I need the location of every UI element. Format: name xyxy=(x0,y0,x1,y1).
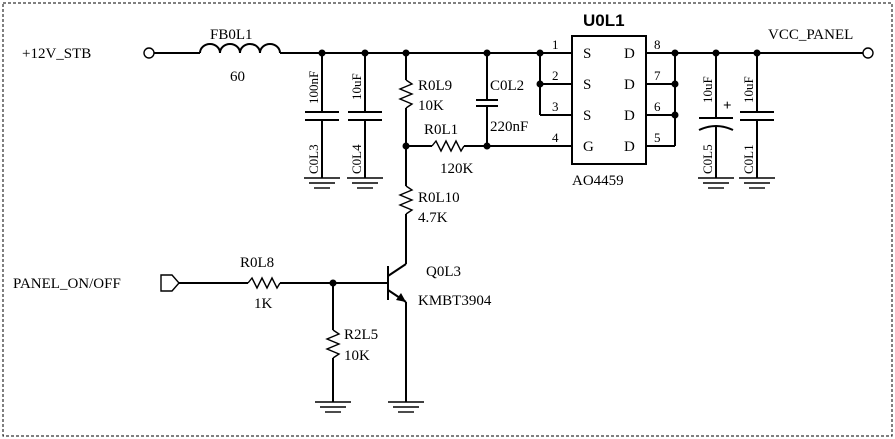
resistor-r0l9: R0L9 10K xyxy=(398,53,452,146)
ic-pin3-num: 3 xyxy=(552,99,559,114)
r0l9-value: 10K xyxy=(418,98,444,114)
ic-pin1-name: S xyxy=(583,46,591,62)
r0l8-value: 1K xyxy=(254,296,273,312)
mosfet-ic-u0l1: U0L1 1 2 3 4 S S S G D D D D 8 7 6 5 AO4… xyxy=(552,11,661,189)
c0l1-ref: C0L1 xyxy=(741,144,756,174)
net-label-control: PANEL_ON/OFF xyxy=(13,276,121,292)
c0l3-value: 100nF xyxy=(306,71,321,104)
r0l10-ref: R0L10 xyxy=(418,190,460,206)
capacitor-c0l1: 10uF C0L1 xyxy=(739,53,775,189)
ic-pin4-name: G xyxy=(583,139,594,155)
ic-pin8-name: D xyxy=(624,46,635,62)
resistor-r0l1: R0L1 120K xyxy=(406,122,572,177)
ic-pin5-name: D xyxy=(624,139,635,155)
r2l5-value: 10K xyxy=(344,348,370,364)
ic-pin6-name: D xyxy=(624,108,635,124)
ic-pin4-num: 4 xyxy=(552,130,559,145)
capacitor-c0l2: C0L2 220nF xyxy=(476,53,528,146)
c0l4-value: 10uF xyxy=(349,73,364,100)
transistor-q0l3: Q0L3 KMBT3904 xyxy=(387,263,492,402)
fb0l1-value: 60 xyxy=(230,69,245,85)
ic-pin3-name: S xyxy=(583,108,591,124)
c0l3-ref: C0L3 xyxy=(306,144,321,174)
ic-pin7-name: D xyxy=(624,77,635,93)
ic-ref: U0L1 xyxy=(583,11,625,30)
r2l5-ref: R2L5 xyxy=(344,327,378,343)
ic-pin2-num: 2 xyxy=(552,68,559,83)
ic-pin2-name: S xyxy=(583,77,591,93)
fb0l1-ref: FB0L1 xyxy=(210,27,253,43)
resistor-r0l8: R0L8 1K xyxy=(240,255,388,312)
c0l1-value: 10uF xyxy=(741,76,756,103)
input-terminal xyxy=(143,47,155,59)
c0l4-ref: C0L4 xyxy=(349,144,364,174)
ic-pin1-num: 1 xyxy=(552,37,559,52)
r0l8-ref: R0L8 xyxy=(240,255,274,271)
resistor-r2l5: R2L5 10K xyxy=(325,283,378,402)
capacitor-c0l4: 10uF C0L4 xyxy=(347,53,383,189)
capacitor-c0l5: + 10uF C0L5 xyxy=(698,53,734,189)
net-label-input: +12V_STB xyxy=(22,46,91,62)
c0l5-ref: C0L5 xyxy=(700,144,715,174)
q0l3-ref: Q0L3 xyxy=(426,264,461,280)
ic-pin6-num: 6 xyxy=(654,99,661,114)
control-port xyxy=(160,274,180,292)
c0l2-ref: C0L2 xyxy=(490,78,524,94)
r0l10-value: 4.7K xyxy=(418,210,448,226)
output-terminal xyxy=(862,47,874,59)
r0l1-ref: R0L1 xyxy=(424,122,458,138)
r0l1-value: 120K xyxy=(440,161,474,177)
c0l5-polarity: + xyxy=(723,98,732,114)
ic-part: AO4459 xyxy=(572,173,624,189)
r0l9-ref: R0L9 xyxy=(418,78,452,94)
net-label-output: VCC_PANEL xyxy=(768,27,853,43)
ferrite-bead-fb0l1: FB0L1 60 xyxy=(199,27,281,85)
ic-pin8-num: 8 xyxy=(654,37,661,52)
c0l2-value: 220nF xyxy=(490,119,528,135)
q0l3-value: KMBT3904 xyxy=(418,293,492,309)
ic-pin5-num: 5 xyxy=(654,130,661,145)
c0l5-value: 10uF xyxy=(700,76,715,103)
resistor-r0l10: R0L10 4.7K xyxy=(398,146,460,264)
ic-pin7-num: 7 xyxy=(654,68,661,83)
capacitor-c0l3: 100nF C0L3 xyxy=(304,53,340,189)
